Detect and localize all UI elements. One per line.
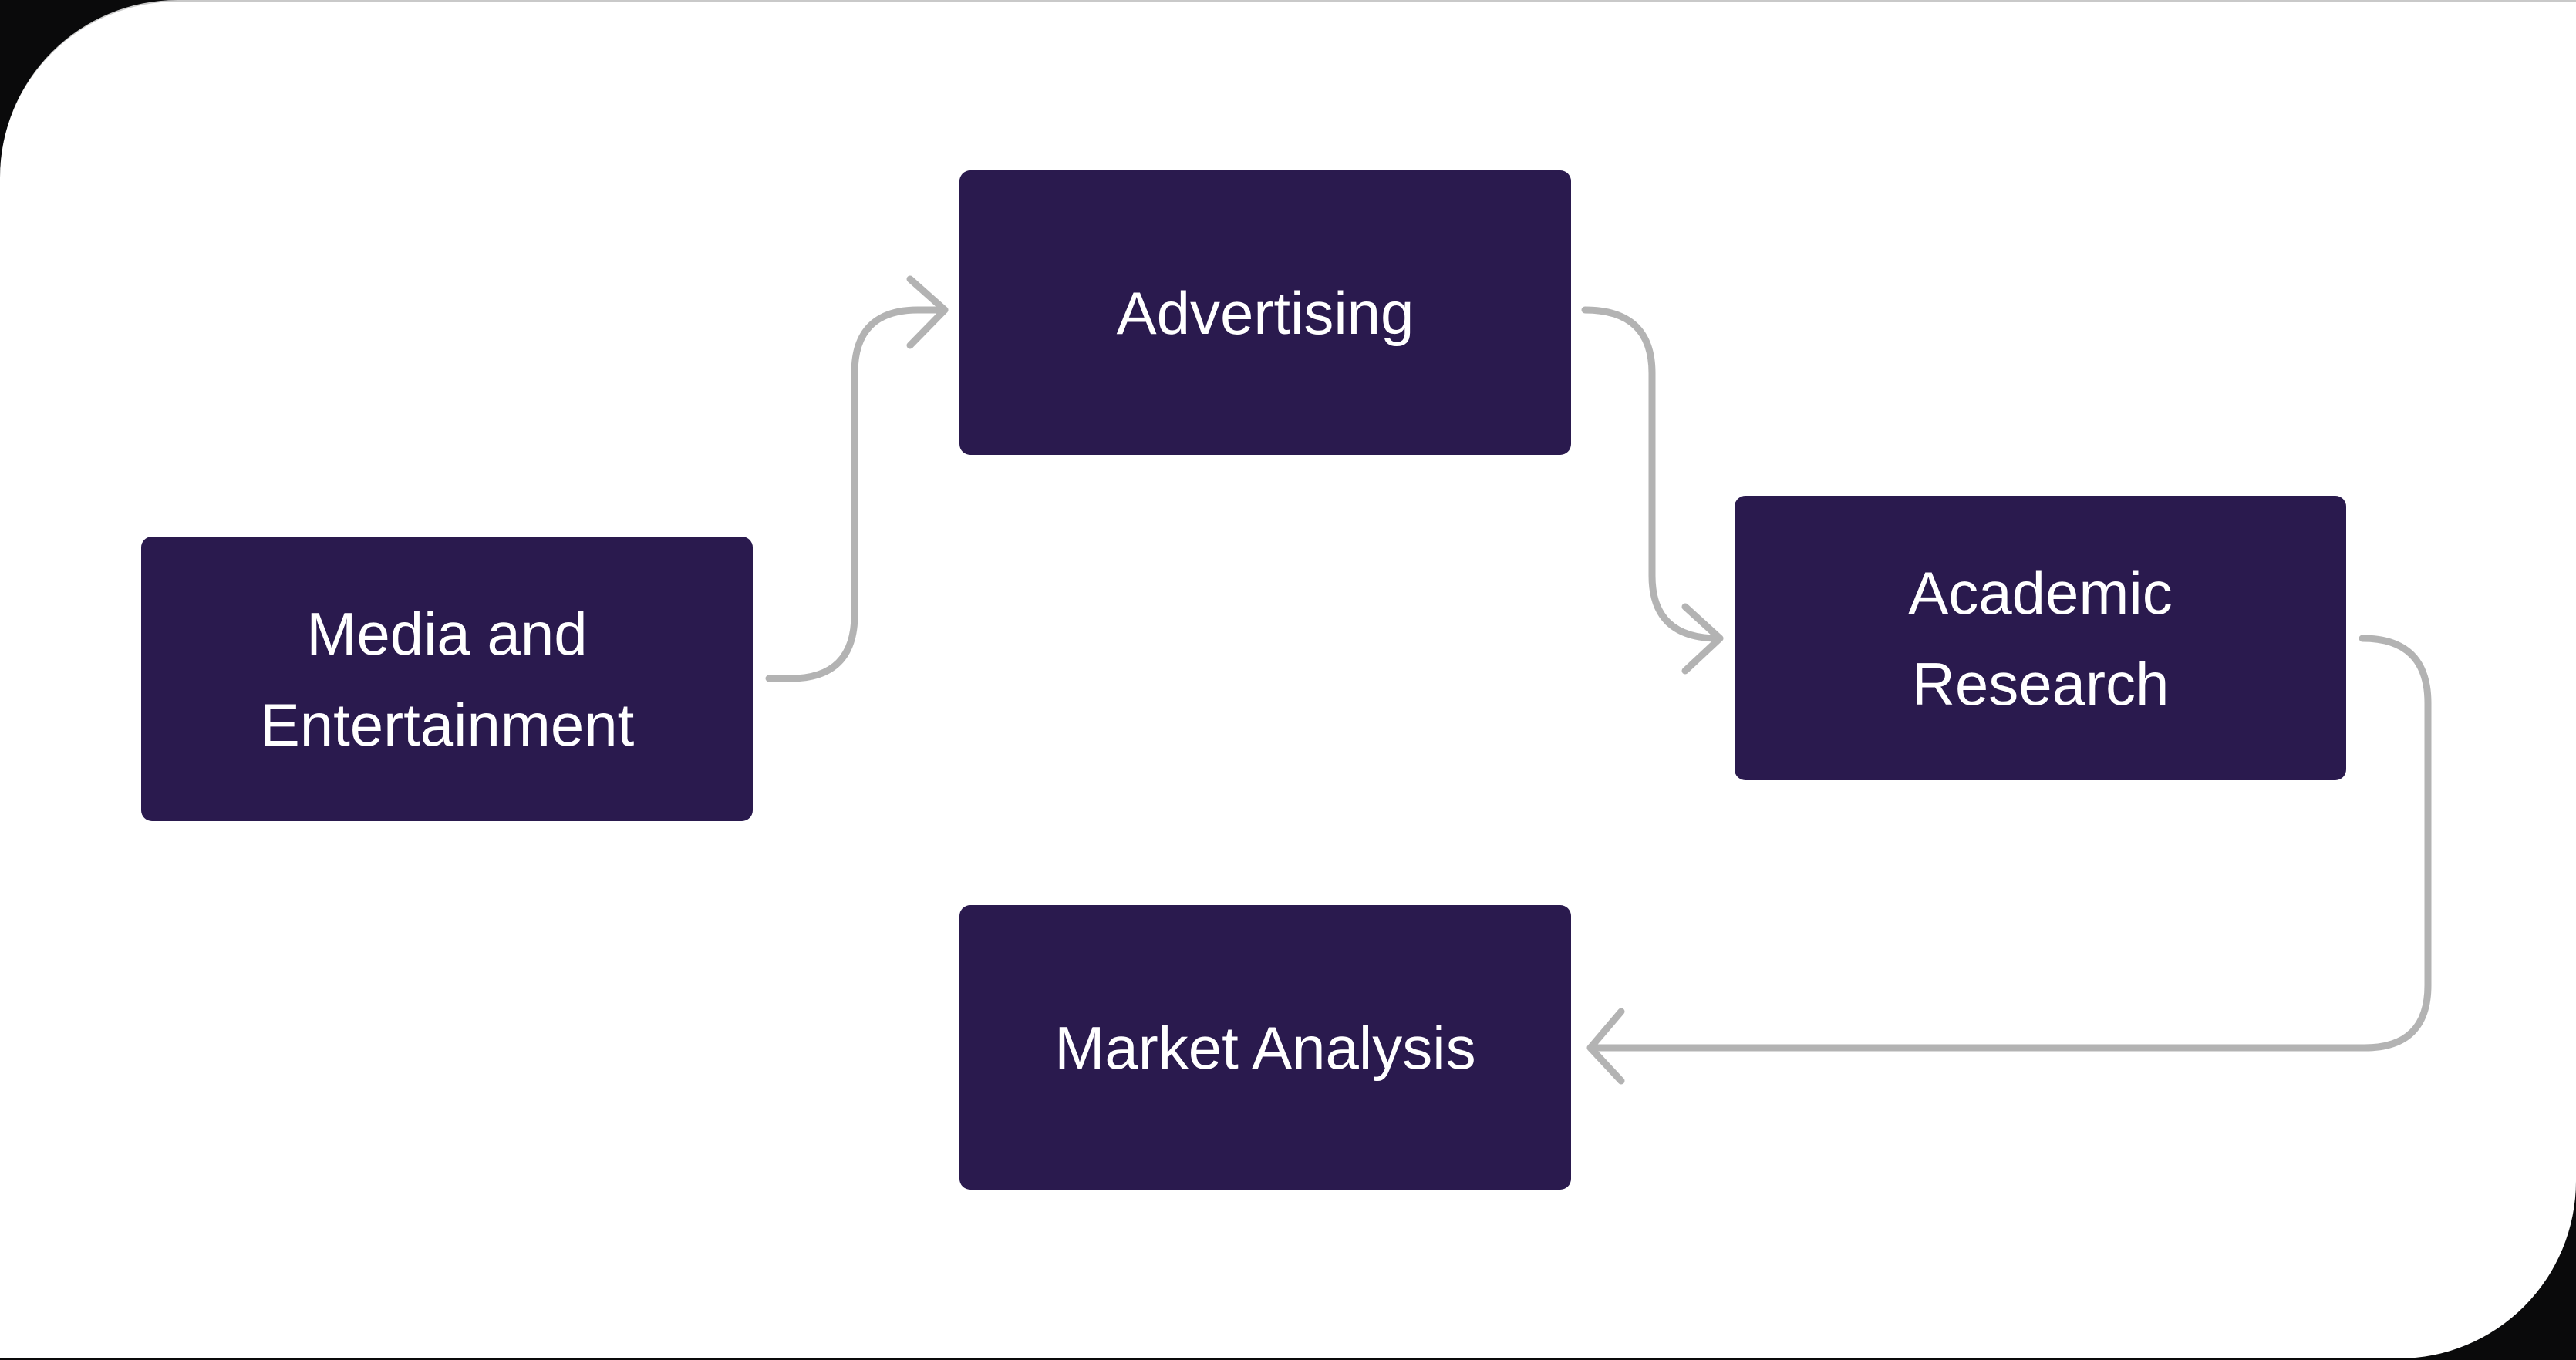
- node-label: Academic Research: [1908, 558, 2173, 718]
- connector-line: [765, 306, 949, 682]
- arrowhead-right-icon: [906, 275, 949, 349]
- edge-advertising-to-academic: [1581, 306, 1724, 675]
- node-market-analysis[interactable]: Market Analysis: [959, 905, 1571, 1190]
- node-media-and-entertainment[interactable]: Media and Entertainment: [141, 537, 753, 821]
- node-advertising[interactable]: Advertising: [959, 170, 1571, 455]
- node-academic-research[interactable]: Academic Research: [1735, 496, 2346, 780]
- arrowhead-left-icon: [1586, 1008, 1625, 1085]
- node-label: Advertising: [1116, 278, 1414, 347]
- node-label: Market Analysis: [1054, 1013, 1476, 1082]
- edge-media-to-advertising: [765, 275, 949, 682]
- node-label: Media and Entertainment: [259, 599, 635, 759]
- connector-line: [1581, 306, 1724, 642]
- edge-academic-to-market: [1586, 635, 2432, 1085]
- arrowhead-right-icon: [1681, 603, 1724, 675]
- connector-line: [1586, 635, 2432, 1052]
